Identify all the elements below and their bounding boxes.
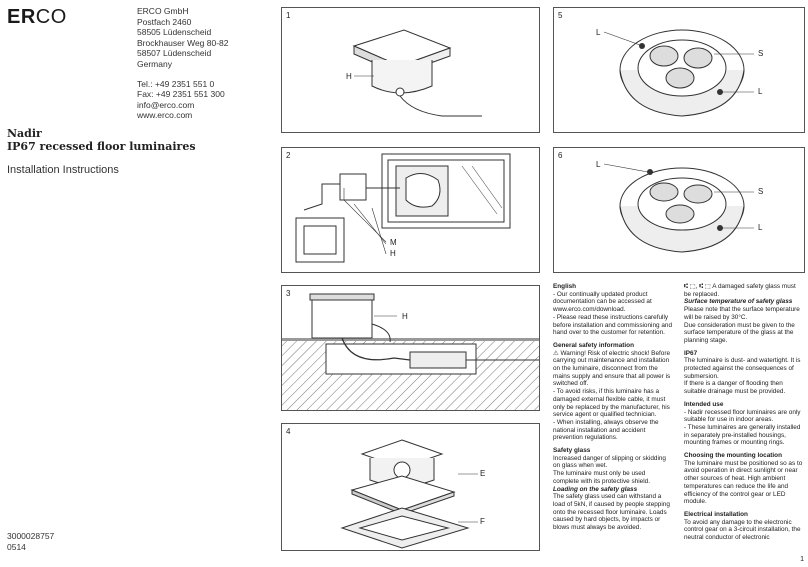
paragraph: - To avoid risks, if this luminaire has … bbox=[553, 388, 670, 419]
paragraph: - Our continually updated product docume… bbox=[553, 290, 652, 314]
address-line: Brockhauser Weg 80-82 bbox=[137, 37, 229, 48]
figure-number: 4 bbox=[286, 427, 291, 436]
email-link[interactable]: info@erco.com bbox=[137, 99, 195, 110]
section-heading: Safety glass bbox=[553, 447, 591, 455]
label-s: S bbox=[758, 49, 764, 58]
text-column-left: English- Our continually updated product… bbox=[553, 283, 673, 532]
exploded-assembly-drawing bbox=[340, 439, 478, 549]
figure-6: 6 L S L bbox=[553, 147, 805, 273]
figure-number: 3 bbox=[286, 289, 291, 298]
subheading: Surface temperature of safety glass bbox=[684, 298, 793, 306]
paragraph: The luminaire is dust- and watertight. I… bbox=[684, 357, 801, 380]
figure-4: 4 E F bbox=[281, 423, 540, 551]
phone: Tel.: +49 2351 551 0 bbox=[137, 78, 215, 89]
paragraph: Please note that the surface temperature… bbox=[684, 306, 800, 321]
floor-installation-drawing bbox=[282, 293, 539, 410]
address-line: 58507 Lüdenscheid bbox=[137, 48, 212, 59]
subheading: Loading on the safety glass bbox=[553, 485, 638, 493]
paragraph: If there is a danger of flooding then su… bbox=[684, 380, 786, 396]
figure-number: 2 bbox=[286, 151, 291, 160]
paragraph: ⚠ Warning! Risk of electric shock! Befor… bbox=[553, 349, 671, 388]
label-l: L bbox=[596, 160, 601, 169]
paragraph: The luminaire must only be used complete… bbox=[553, 470, 650, 485]
figure-number: 5 bbox=[558, 11, 563, 20]
paragraph: Increased danger of slipping or skidding… bbox=[553, 454, 666, 470]
label-h: H bbox=[390, 249, 396, 258]
address-line: 58505 Lüdenscheid bbox=[137, 27, 212, 38]
figure-5: 5 L S L bbox=[553, 7, 805, 133]
figure-number: 6 bbox=[558, 151, 563, 160]
address-line: Postfach 2460 bbox=[137, 16, 192, 27]
label-e: E bbox=[480, 469, 486, 478]
address-block: ERCO GmbH Postfach 2460 58505 Lüdenschei… bbox=[137, 6, 229, 121]
section-heading: IP67 bbox=[684, 349, 698, 357]
label-m: M bbox=[390, 238, 397, 247]
figure-2: 2 M H bbox=[281, 147, 540, 273]
document-subtitle: Installation Instructions bbox=[7, 164, 119, 176]
screw-fixing-drawing bbox=[603, 29, 754, 117]
section-heading: Choosing the mounting location bbox=[684, 452, 782, 460]
paragraph: - When installing, always observe the na… bbox=[553, 418, 659, 442]
fax: Fax: +49 2351 551 300 bbox=[137, 89, 225, 100]
address-line: Germany bbox=[137, 58, 172, 69]
section-heading: English bbox=[553, 283, 577, 290]
label-h: H bbox=[346, 72, 352, 81]
paragraph: - Please read these instructions careful… bbox=[553, 313, 673, 337]
figure-number: 1 bbox=[286, 11, 291, 20]
label-l: L bbox=[596, 28, 601, 37]
text-column-right: ⑆ ⬚, ⑆ ⬚ A damaged safety glass must be … bbox=[684, 283, 804, 542]
product-title: Nadir IP67 recessed floor luminaires bbox=[7, 127, 196, 153]
section-heading: General safety information bbox=[553, 341, 634, 349]
paragraph: - Nadir recessed floor luminaires are on… bbox=[684, 408, 801, 424]
luminaire-drawing bbox=[352, 29, 482, 117]
address-line: ERCO GmbH bbox=[137, 6, 189, 16]
lamp-insert-drawing bbox=[603, 163, 754, 253]
label-l: L bbox=[758, 223, 763, 232]
label-l: L bbox=[758, 87, 763, 96]
paragraph: - These luminaires are generally install… bbox=[684, 423, 801, 447]
label-s: S bbox=[758, 187, 764, 196]
figure-3: 3 H bbox=[281, 285, 540, 411]
website-link[interactable]: www.erco.com bbox=[137, 110, 193, 121]
label-f: F bbox=[480, 517, 485, 526]
paragraph: To avoid any damage to the electronic co… bbox=[684, 518, 801, 542]
wiring-drawing bbox=[295, 153, 511, 263]
section-heading: Electrical installation bbox=[684, 510, 748, 518]
figure-1: 1 H bbox=[281, 7, 540, 133]
erco-logo: ERCO bbox=[7, 6, 67, 28]
document-number: 3000028757 0514 bbox=[7, 531, 55, 552]
paragraph: The luminaire must be positioned so as t… bbox=[684, 459, 803, 506]
paragraph: ⑆ ⬚, ⑆ ⬚ A damaged safety glass must be … bbox=[684, 283, 796, 298]
page-number: 1 bbox=[800, 556, 804, 563]
paragraph: Due consideration must be given to the s… bbox=[684, 321, 795, 344]
label-h: H bbox=[402, 312, 408, 321]
section-heading: Intended use bbox=[684, 400, 724, 408]
paragraph: The safety glass used can withstand a lo… bbox=[553, 493, 670, 532]
